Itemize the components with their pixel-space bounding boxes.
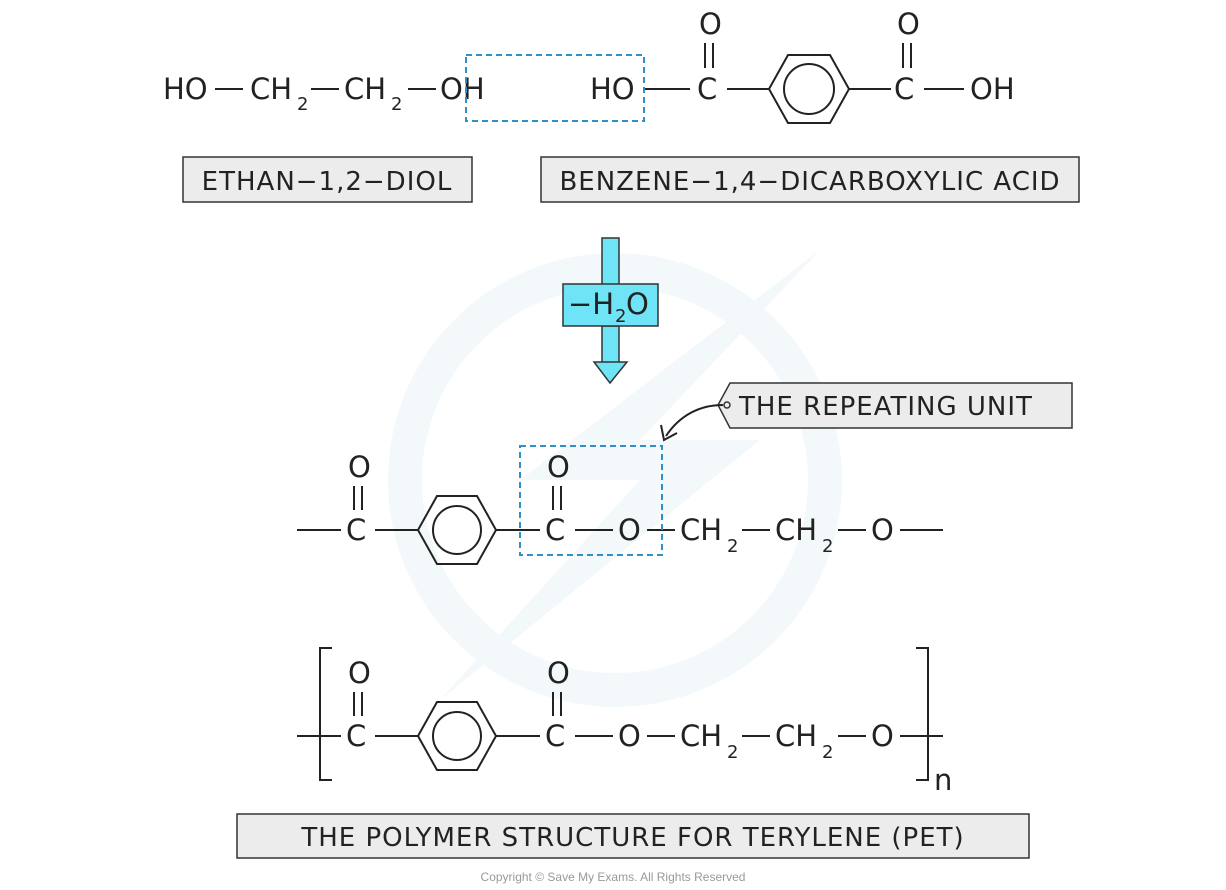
acid-o-text-1: O: [699, 7, 722, 41]
chain-c-text-2: C: [545, 513, 565, 547]
ethane-diol-formula: HO CH 2 CH 2 OH: [163, 72, 485, 115]
water-loss-sub-2: 2: [615, 306, 626, 327]
diol-ch-text-1: CH: [250, 72, 292, 106]
acid-o-text-2: O: [897, 7, 920, 41]
diol-label-box: [182, 156, 473, 203]
arrowhead-icon: [660, 424, 678, 442]
chain-o-text-1: O: [348, 450, 371, 484]
caption-box: [236, 813, 1030, 859]
polymer-o-text-4: O: [871, 719, 894, 753]
polymer-o-text-2: O: [547, 656, 570, 690]
acid-label-box: [540, 156, 1080, 203]
acid-ho-text: HO: [590, 72, 635, 106]
terephthalic-acid-formula: HO C O C O OH: [590, 7, 1015, 124]
diol-ho-text: HO: [163, 72, 208, 106]
polymer-sub-2-2: 2: [822, 742, 833, 763]
polymer-ch-text-2: CH: [775, 719, 817, 753]
polymer-formula: n C O C O O CH 2 CH 2 O: [297, 647, 952, 797]
repeating-unit-tag: THE REPEATING UNIT: [660, 382, 1073, 442]
water-elimination-box: [465, 54, 645, 122]
chain-c-text-1: C: [346, 513, 366, 547]
repeat-count-n: n: [934, 763, 952, 797]
pointer-arrow: [665, 404, 724, 437]
reaction-arrow: −H 2 O: [562, 237, 659, 385]
benzene-ring-circle: [432, 505, 482, 555]
chain-ch-text-1: CH: [680, 513, 722, 547]
diol-oh-text: OH: [440, 72, 485, 106]
chain-ch-text-2: CH: [775, 513, 817, 547]
chain-sub-2-1: 2: [727, 536, 738, 557]
repeating-unit-box: [519, 445, 663, 556]
diol-label: ETHAN−1,2−DIOL: [202, 167, 453, 197]
polymer-o-text-3: O: [618, 719, 641, 753]
copyright-notice: Copyright © Save My Exams. All Rights Re…: [481, 870, 746, 884]
water-loss-o: O: [626, 287, 649, 321]
water-loss-minus-h: −H: [568, 287, 614, 321]
repeating-unit-label: THE REPEATING UNIT: [738, 392, 1033, 422]
benzene-ring-circle: [783, 63, 835, 115]
tag-hole-icon: [723, 401, 731, 409]
polymer-c-text-1: C: [346, 719, 366, 753]
diol-sub-2-1: 2: [297, 94, 308, 115]
chain-sub-2-2: 2: [822, 536, 833, 557]
right-bracket: [916, 647, 929, 781]
ester-chain-formula: C O C O O CH 2 CH 2 O: [297, 450, 943, 565]
polymer-sub-2-1: 2: [727, 742, 738, 763]
chain-o-text-3: O: [618, 513, 641, 547]
chain-o-text-2: O: [547, 450, 570, 484]
water-loss-box: [562, 283, 659, 327]
benzene-ring-circle: [432, 711, 482, 761]
polymer-caption: THE POLYMER STRUCTURE FOR TERYLENE (PET): [300, 823, 964, 853]
polymer-ch-text-1: CH: [680, 719, 722, 753]
diol-ch-text-2: CH: [344, 72, 386, 106]
chain-o-text-4: O: [871, 513, 894, 547]
polymer-c-text-2: C: [545, 719, 565, 753]
acid-c-text-1: C: [697, 72, 717, 106]
polymer-o-text-1: O: [348, 656, 371, 690]
acid-c-text-2: C: [894, 72, 914, 106]
acid-oh-text: OH: [970, 72, 1015, 106]
left-bracket: [319, 647, 332, 781]
acid-label: BENZENE−1,4−DICARBOXYLIC ACID: [559, 167, 1060, 197]
diol-sub-2-2: 2: [391, 94, 402, 115]
benzene-ring-icon: [767, 54, 851, 124]
